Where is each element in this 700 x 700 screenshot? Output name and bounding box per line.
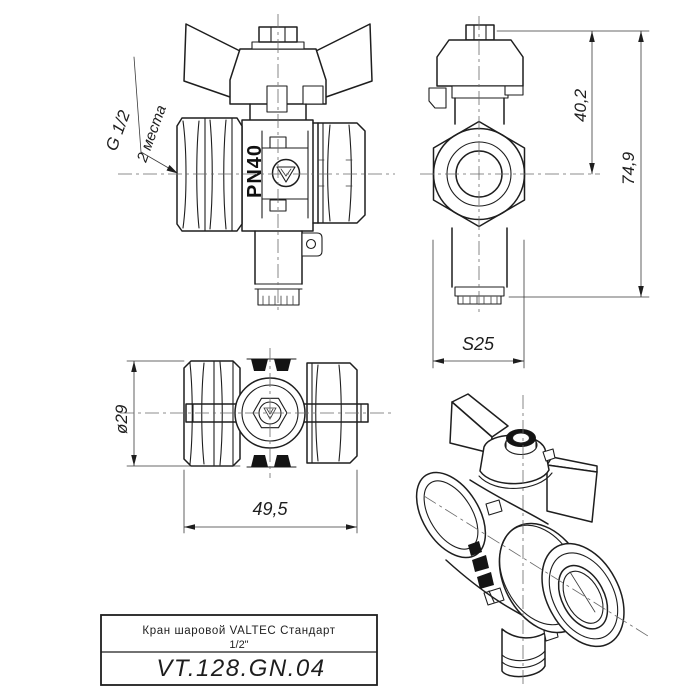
side-lower-neck bbox=[451, 227, 508, 305]
leader-arrow bbox=[166, 165, 178, 174]
handle-wings bbox=[183, 23, 373, 98]
stem-neck bbox=[249, 103, 307, 121]
dim-s25-label: S25 bbox=[462, 334, 495, 354]
dim-49-5-label: 49,5 bbox=[252, 499, 288, 519]
side-view: 40,2 74,9 S25 bbox=[420, 16, 650, 369]
left-port bbox=[176, 117, 243, 232]
thread-callout: G 1/2 2 места bbox=[102, 56, 178, 174]
dim-s25: S25 bbox=[432, 239, 525, 369]
iso-left-port bbox=[415, 471, 487, 559]
valtec-logo-icon bbox=[271, 158, 301, 188]
iso-stem-nut bbox=[504, 429, 538, 456]
isometric-view bbox=[415, 393, 649, 688]
right-port bbox=[312, 122, 366, 224]
top-handle-dark-marks bbox=[251, 359, 291, 467]
top-view: ø29 49,5 bbox=[112, 348, 395, 534]
callout-size-label: G 1/2 bbox=[102, 107, 134, 153]
drain-spigot bbox=[254, 230, 323, 306]
top-handle-bar bbox=[185, 403, 369, 423]
top-left-port bbox=[183, 360, 241, 467]
iso-bore-highlight bbox=[569, 571, 596, 613]
title-article: VT.128.GN.04 bbox=[156, 655, 325, 682]
title-size: 1/2" bbox=[229, 639, 248, 651]
body-marking-pn40: PN40 bbox=[244, 144, 266, 198]
title-block: Кран шаровой VALTEC Стандарт 1/2" VT.128… bbox=[100, 614, 378, 686]
title-name: Кран шаровой VALTEC Стандарт bbox=[142, 625, 335, 637]
iso-drain-spigot bbox=[501, 626, 559, 678]
dim-74-9-label: 74,9 bbox=[619, 151, 638, 185]
iso-port-axis bbox=[423, 495, 649, 637]
dim-49-5: 49,5 bbox=[183, 469, 358, 534]
iso-body-markings bbox=[468, 541, 505, 606]
callout-places-label: 2 места bbox=[133, 103, 170, 165]
iso-handle-wings bbox=[449, 393, 598, 523]
dim-dia29-label: ø29 bbox=[112, 404, 131, 434]
dim-74-9: 74,9 bbox=[508, 30, 650, 298]
front-view: PN40 bbox=[102, 14, 395, 313]
side-handle bbox=[428, 24, 524, 125]
dim-40-2-label: 40,2 bbox=[571, 88, 590, 122]
dim-40-2: 40,2 bbox=[496, 30, 650, 175]
dim-dia29: ø29 bbox=[112, 360, 241, 467]
